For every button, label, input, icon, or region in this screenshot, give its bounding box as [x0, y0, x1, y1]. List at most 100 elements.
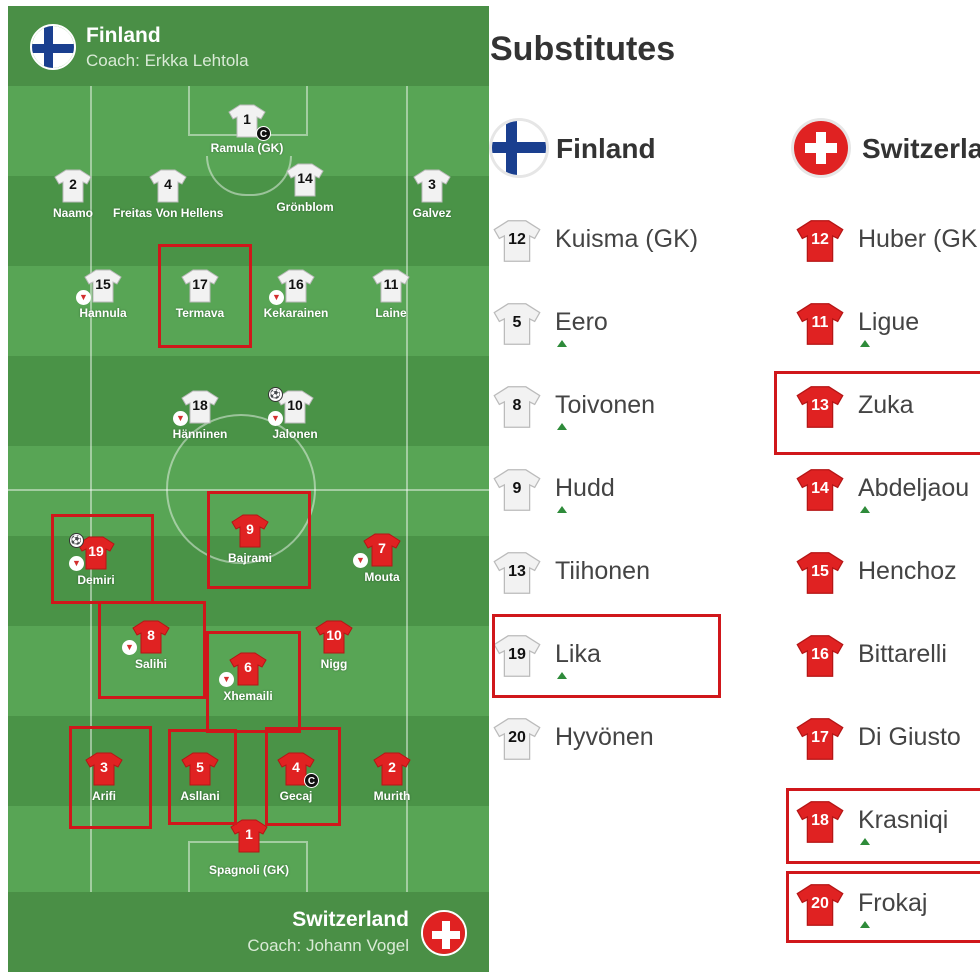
- away-player[interactable]: 7 ▼ Mouta: [327, 533, 437, 584]
- shirt-number: 11: [383, 276, 399, 292]
- away-player[interactable]: 4 C Gecaj: [241, 752, 351, 803]
- subs-away-team: Switzerla: [862, 133, 980, 164]
- sub-player-row[interactable]: 18 Krasniqi: [796, 792, 980, 852]
- highlight-box: [158, 244, 252, 348]
- sub-player-row[interactable]: 9 Hudd: [493, 460, 733, 520]
- home-player[interactable]: 10 ⚽ ▼ Jalonen: [240, 387, 350, 441]
- away-player[interactable]: 10 Nigg: [279, 620, 389, 671]
- home-shirt-icon: 11: [372, 269, 410, 303]
- away-shirt-icon: 13: [796, 385, 844, 429]
- player-name: Arifi: [92, 789, 116, 803]
- sub-player-row[interactable]: 17 Di Giusto: [796, 709, 980, 769]
- shirt-number: 1: [243, 111, 251, 127]
- shirt-number: 18: [811, 812, 829, 829]
- player-name: Spagnoli (GK): [209, 863, 289, 877]
- sub-player-row[interactable]: 20 Hyvönen: [493, 709, 733, 769]
- highlight-box: [207, 491, 311, 589]
- away-shirt-icon: 17: [796, 717, 844, 761]
- sub-player-name: Eero: [555, 308, 608, 336]
- home-player[interactable]: 18 ▼ Hänninen: [145, 390, 255, 441]
- home-player[interactable]: 1 C Ramula (GK): [192, 104, 302, 155]
- home-player[interactable]: 4 Freitas Von Hellens: [113, 169, 223, 220]
- sub-player-row[interactable]: 8 Toivonen: [493, 377, 733, 437]
- away-shirt-icon: 10: [315, 620, 353, 654]
- home-shirt-icon: 19: [493, 634, 541, 678]
- shirt-number: 15: [95, 276, 111, 292]
- home-shirt-icon: 4: [149, 169, 187, 203]
- away-player[interactable]: 2 Murith: [337, 752, 447, 803]
- sub-player-name: Tiihonen: [555, 557, 650, 585]
- shirt-number: 20: [508, 729, 526, 746]
- away-player[interactable]: 19 ⚽ ▼ Demiri: [41, 533, 151, 587]
- shirt-number: 13: [508, 563, 526, 580]
- subs-home-team: Finland: [556, 133, 656, 164]
- home-team-header: Finland Coach: Erkka Lehtola: [8, 6, 489, 86]
- away-shirt-icon: 20: [796, 883, 844, 927]
- shirt-number: 9: [246, 521, 254, 537]
- switzerland-flag-icon: [421, 910, 467, 956]
- away-shirt-icon: 2: [373, 752, 411, 786]
- shirt-number: 7: [378, 540, 386, 556]
- away-shirt-icon: 11: [796, 302, 844, 346]
- sub-player-name: Krasniqi: [858, 806, 949, 834]
- highlight-box: [492, 614, 721, 698]
- sub-player-name: Abdeljaou: [858, 474, 970, 502]
- away-shirt-icon: 4 C: [277, 752, 319, 788]
- sub-off-icon: ▼: [76, 290, 91, 305]
- sub-player-row[interactable]: 11 Ligue: [796, 294, 980, 354]
- sub-player-row[interactable]: 19 Lika: [493, 626, 733, 686]
- home-player[interactable]: 3 Galvez: [377, 169, 487, 220]
- home-player[interactable]: 16 ▼ Kekarainen: [241, 269, 351, 320]
- home-player[interactable]: 17 Termava: [145, 269, 255, 320]
- sub-on-arrow-icon: [557, 672, 567, 679]
- away-player[interactable]: 9 Bajrami: [195, 514, 305, 565]
- captain-icon: C: [304, 773, 319, 788]
- player-name: Termava: [175, 306, 225, 320]
- shirt-number: 3: [100, 759, 108, 775]
- sub-player-row[interactable]: 16 Bittarelli: [796, 626, 980, 686]
- home-player[interactable]: 15 ▼ Hannula: [48, 269, 158, 320]
- shirt-number: 6: [244, 659, 252, 675]
- sub-player-name: Kuisma (GK): [555, 225, 699, 253]
- sub-player-row[interactable]: 12 Kuisma (GK): [493, 211, 733, 271]
- away-player[interactable]: 5 Asllani: [145, 752, 255, 803]
- sub-off-icon: ▼: [353, 553, 368, 568]
- home-shirt-icon: 14: [286, 163, 324, 197]
- home-shirt-icon: 15 ▼: [76, 269, 122, 305]
- sub-player-row[interactable]: 12 Huber (GK: [796, 211, 980, 271]
- sub-player-row[interactable]: 14 Abdeljaou: [796, 460, 980, 520]
- home-team-name: Finland: [86, 24, 161, 47]
- sub-player-row[interactable]: 15 Henchoz: [796, 543, 980, 603]
- player-name: Galvez: [412, 206, 452, 220]
- center-circle: [166, 414, 316, 564]
- shirt-number: 20: [811, 895, 829, 912]
- shirt-number: 16: [288, 276, 304, 292]
- away-player[interactable]: 8 ▼ Salihi: [96, 620, 206, 671]
- sub-player-name: Zuka: [858, 391, 914, 419]
- away-player[interactable]: 6 ▼ Xhemaili: [193, 652, 303, 703]
- shirt-number: 19: [88, 543, 104, 559]
- highlight-box: [786, 788, 980, 864]
- home-shirt-icon: 16 ▼: [269, 269, 315, 305]
- highlight-box: [69, 726, 152, 829]
- away-player[interactable]: 1 Spagnoli (GK): [194, 819, 304, 877]
- sub-player-row[interactable]: 5 Eero: [493, 294, 733, 354]
- shirt-number: 5: [196, 759, 204, 775]
- sub-off-icon: ▼: [268, 411, 283, 426]
- home-player[interactable]: 11 Laine: [336, 269, 446, 320]
- sub-player-row[interactable]: 13 Zuka: [796, 377, 980, 437]
- switzerland-flag-icon: [794, 121, 848, 175]
- home-player[interactable]: 14 Grönblom: [250, 163, 360, 214]
- sub-player-row[interactable]: 13 Tiihonen: [493, 543, 733, 603]
- sub-on-arrow-icon: [860, 921, 870, 928]
- away-player[interactable]: 3 Arifi: [49, 752, 159, 803]
- highlight-box: [774, 371, 980, 455]
- home-player[interactable]: 2 Naamo: [18, 169, 128, 220]
- shirt-number: 12: [811, 231, 829, 248]
- sub-player-row[interactable]: 20 Frokaj: [796, 875, 980, 935]
- shirt-number: 10: [287, 397, 303, 413]
- shirt-number: 1: [245, 826, 253, 842]
- home-coach: Coach: Erkka Lehtola: [86, 51, 249, 70]
- sub-on-arrow-icon: [860, 506, 870, 513]
- sub-player-name: Henchoz: [858, 557, 957, 585]
